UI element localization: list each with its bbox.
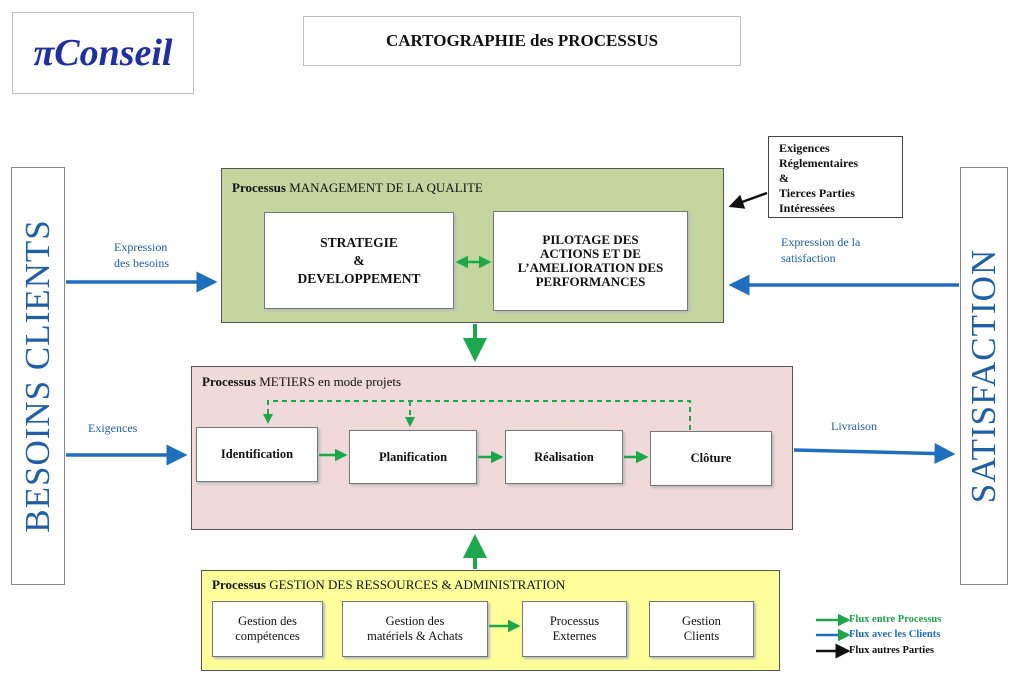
step-realisation: Réalisation <box>505 430 623 484</box>
ressources-group-title: Processus GESTION DES RESSOURCES & ADMIN… <box>212 577 566 592</box>
page-title: CARTOGRAPHIE des PROCESSUS <box>303 16 741 66</box>
pilotage-box: PILOTAGE DES ACTIONS ET DE L’AMELIORATIO… <box>493 211 688 311</box>
besoins-clients-panel: BESOINS CLIENTS <box>11 167 65 585</box>
step-cloture: Clôture <box>650 431 772 486</box>
strategie-box: STRATEGIE & DEVELOPPEMENT <box>264 212 454 309</box>
arrow-external-to-management <box>728 191 768 209</box>
satisfaction-panel: SATISFACTION <box>960 167 1008 585</box>
step-identification: Identification <box>196 427 318 482</box>
logo: πConseil <box>12 12 194 94</box>
management-group-title: Processus MANAGEMENT DE LA QUALITE <box>232 180 483 195</box>
legend-flux-clients: Flux avec les Clients <box>849 629 941 640</box>
external-requirements-box: Exigences Réglementaires & Tierces Parti… <box>768 136 903 218</box>
legend-flux-autres: Flux autres Parties <box>849 645 934 656</box>
step-planification: Planification <box>349 430 477 484</box>
arrow-metiers-to-satisfaction <box>793 443 956 465</box>
feedback-loop <box>263 400 691 430</box>
label-expression-satisfaction: Expression de la satisfaction <box>781 235 861 265</box>
legend-flux-processus: Flux entre Processus <box>849 614 942 625</box>
metiers-group-title: Processus METIERS en mode projets <box>202 374 402 389</box>
label-livraison: Livraison <box>831 419 877 433</box>
label-exigences: Exigences <box>88 421 138 435</box>
label-expression-besoins: Expression des besoins <box>114 240 169 270</box>
logo-text: πConseil <box>33 32 173 74</box>
